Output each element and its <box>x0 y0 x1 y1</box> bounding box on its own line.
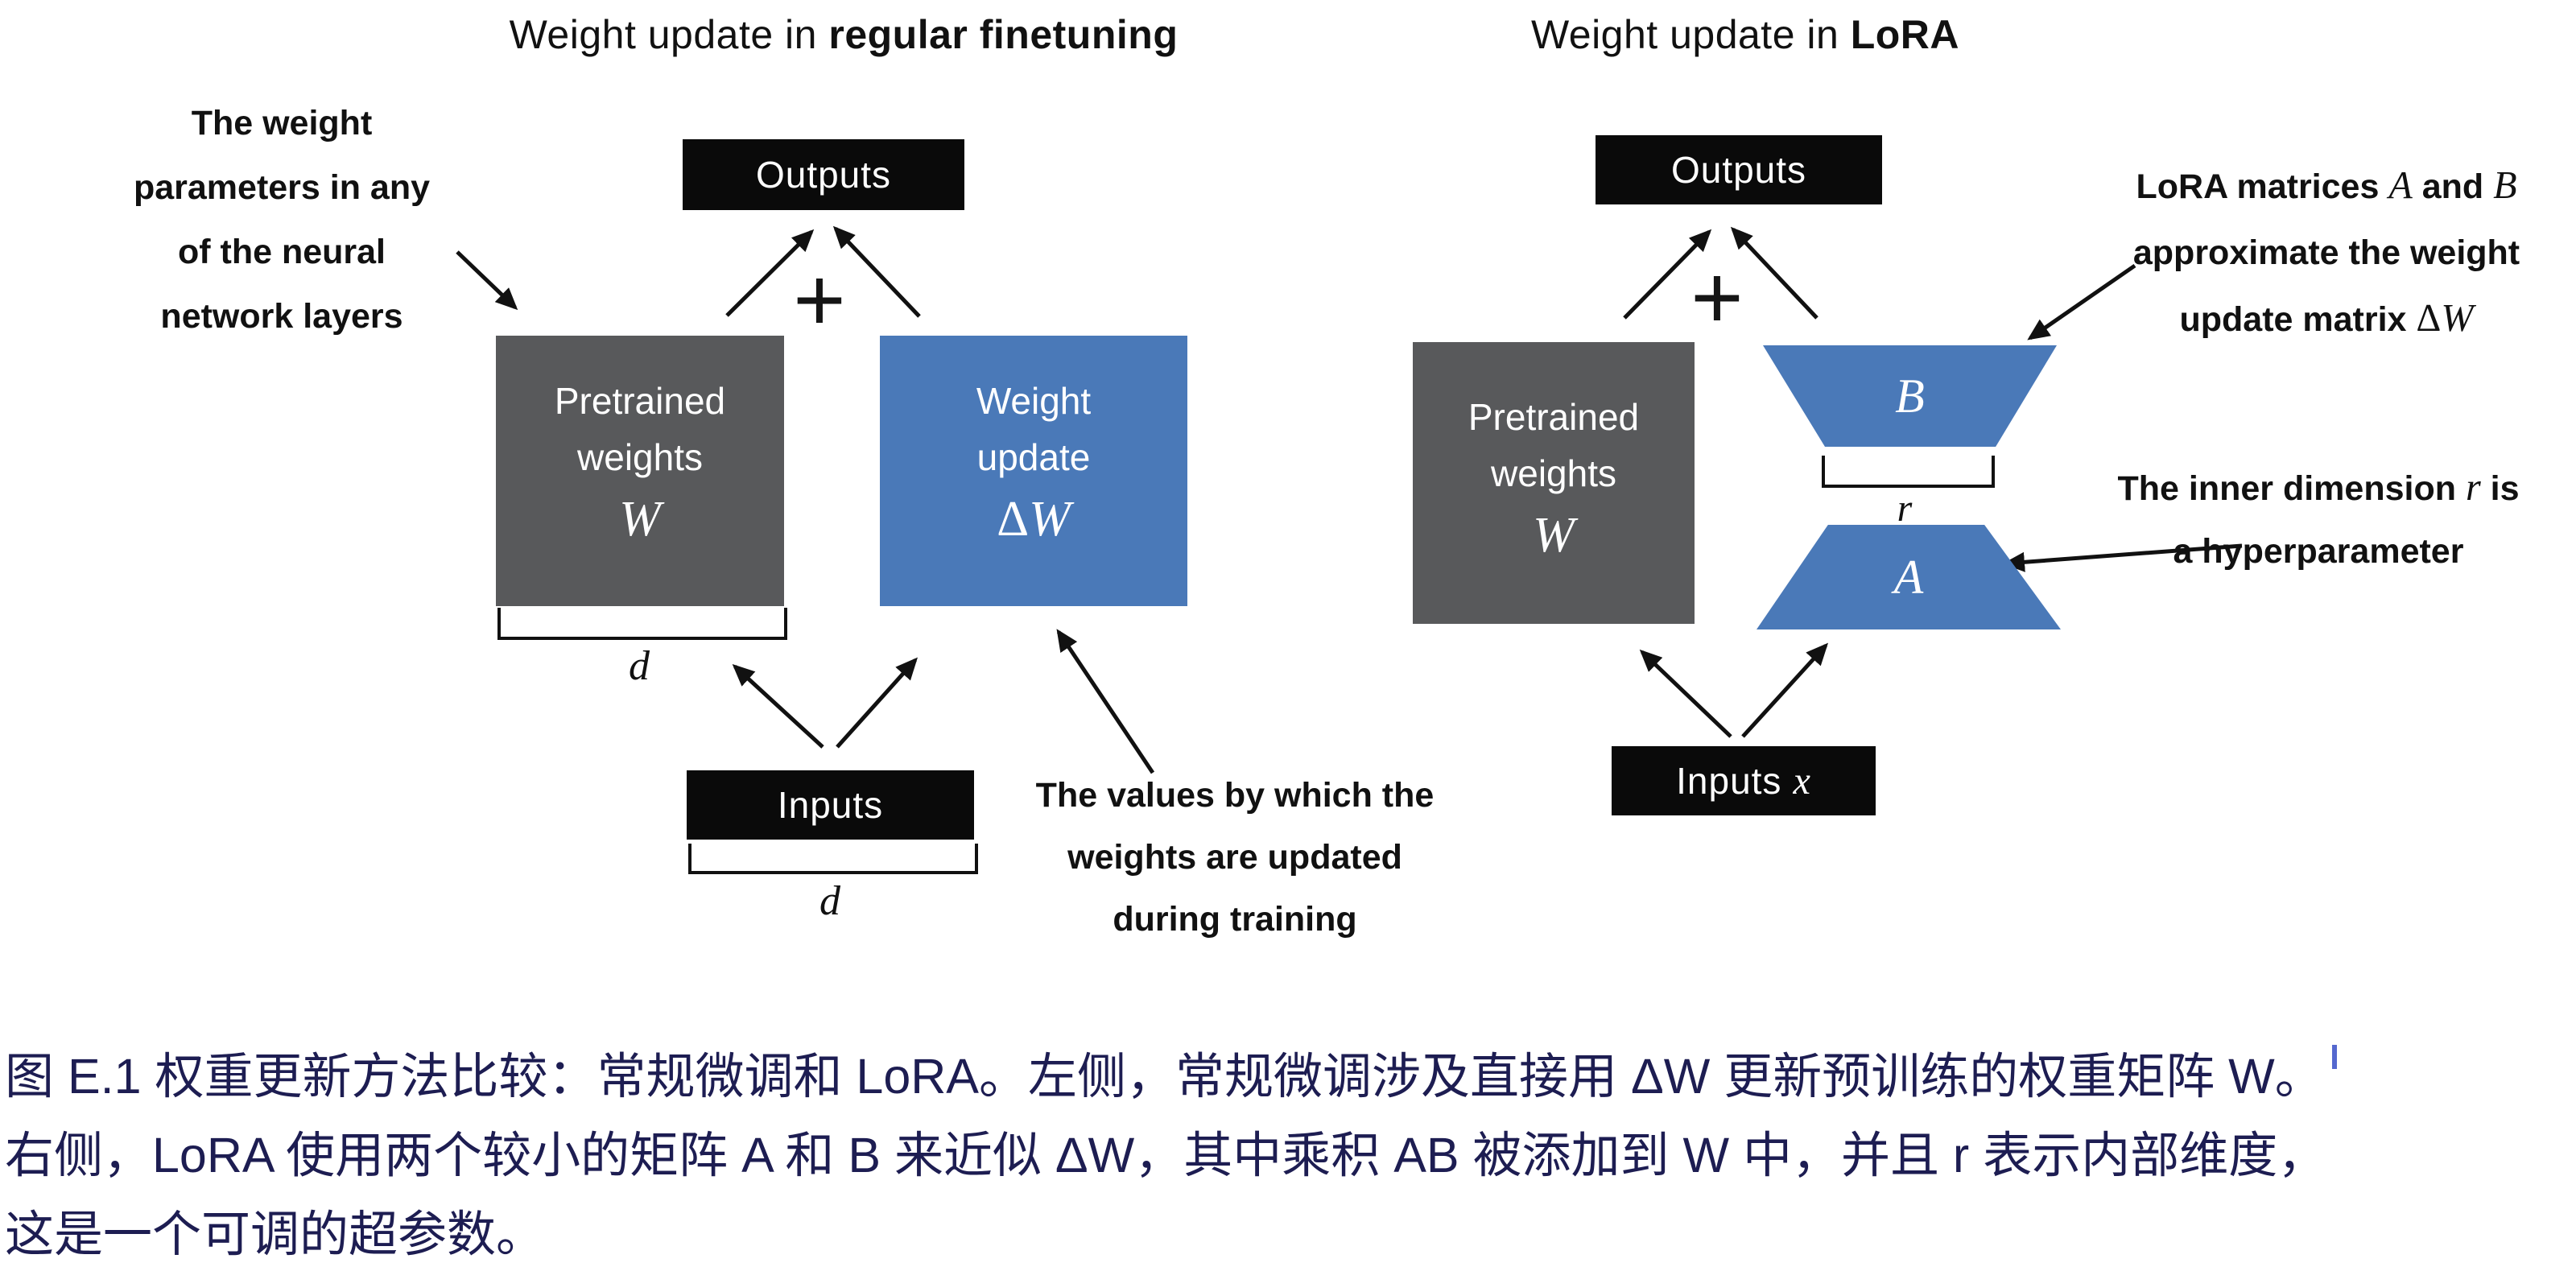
right-title-bold: LoRA <box>1850 12 1960 57</box>
caption-line-3: 这是一个可调的超参数。 <box>5 1207 546 1261</box>
note-line: weights are updated <box>1067 838 1402 877</box>
b-symbol: B <box>2493 164 2517 207</box>
pretrained-line2: weights <box>1491 452 1616 494</box>
d-label-inputs: d <box>819 878 840 924</box>
d-bracket-weights <box>497 608 787 640</box>
note-line: The inner dimension r is <box>2069 456 2568 520</box>
arrow-pretrained-to-outputs-left <box>725 229 815 317</box>
pretrained-symbol-w: W <box>619 492 661 547</box>
note-line: approximate the weight <box>2132 233 2520 272</box>
arrow-update-to-outputs-left <box>832 225 921 318</box>
inputs-box-right: Inputs x <box>1612 746 1876 815</box>
plus-sign-left: + <box>793 250 846 350</box>
r-bracket <box>1822 456 1995 488</box>
w-symbol: W <box>2441 297 2474 340</box>
arrow-innernote-to-r <box>2002 543 2243 572</box>
arrow-pretrained-to-outputs-right <box>1623 229 1712 320</box>
note-line: The values by which the <box>1035 776 1435 815</box>
a-symbol: A <box>2388 164 2413 207</box>
left-title-normal: Weight update in <box>509 12 829 57</box>
outputs-box-left: Outputs <box>683 139 964 210</box>
arrow-inputs-to-update-left <box>836 657 919 749</box>
inputs-box-left: Inputs <box>687 770 974 840</box>
w-glyph: W <box>1029 492 1071 547</box>
arrow-loranote-to-b <box>2027 263 2136 340</box>
note-line: The weight <box>191 104 373 142</box>
update-symbol-dw: ΔW <box>880 485 1187 553</box>
matrix-a-label: A <box>1893 550 1924 604</box>
arrow-ba-to-outputs-right <box>1730 226 1818 320</box>
update-line1: Weight <box>976 380 1092 422</box>
outputs-label-left: Outputs <box>755 154 892 196</box>
note-line: network layers <box>160 297 403 336</box>
note-line: LoRA matrices A and B <box>2085 153 2568 220</box>
r-label: r <box>1897 487 1913 530</box>
left-title-bold: regular finetuning <box>828 12 1179 57</box>
r-symbol: r <box>2465 466 2481 509</box>
arrow-inputs-to-a <box>1741 642 1829 738</box>
outputs-label-right: Outputs <box>1670 149 1807 191</box>
right-title-normal: Weight update in <box>1530 12 1851 57</box>
weight-params-note: The weight parameters in any of the neur… <box>44 91 519 349</box>
note-text: The inner dimension <box>2117 469 2466 508</box>
right-diagram-title: Weight update in LoRA <box>1343 11 2148 58</box>
note-line: a hyperparameter <box>2173 532 2464 571</box>
inner-dimension-note: The inner dimension r is a hyperparamete… <box>2069 456 2568 583</box>
pretrained-line2: weights <box>577 436 703 478</box>
citation-tick <box>2331 1045 2337 1069</box>
matrix-b-label: B <box>1895 369 1925 423</box>
plus-sign-right: + <box>1690 247 1744 348</box>
note-text: and <box>2412 167 2494 206</box>
note-line: during training <box>1113 900 1357 939</box>
weight-update-box: Weight update ΔW <box>880 336 1187 606</box>
inputs-x-symbol: x <box>1793 759 1811 803</box>
figure-caption: 图 E.1 权重更新方法比较：常规微调和 LoRA。左侧，常规微调涉及直接用 Δ… <box>5 1037 2573 1267</box>
caption-line-1: 图 E.1 权重更新方法比较：常规微调和 LoRA。左侧，常规微调涉及直接用 Δ… <box>5 1037 2573 1116</box>
note-text: LoRA matrices <box>2136 167 2389 206</box>
left-diagram-title: Weight update in regular finetuning <box>361 11 1327 58</box>
pretrained-symbol-w: W <box>1533 508 1575 563</box>
pretrained-line1: Pretrained <box>554 380 726 422</box>
caption-line-2: 右侧，LoRA 使用两个较小的矩阵 A 和 B 来近似 ΔW，其中乘积 AB 被… <box>5 1128 2327 1182</box>
pretrained-weights-box-left: Pretrained weights W <box>496 336 784 606</box>
arrow-valuesnote-to-update <box>1056 629 1155 774</box>
d-label-weights: d <box>629 643 650 689</box>
pretrained-line1: Pretrained <box>1468 396 1640 438</box>
inputs-label-left: Inputs <box>777 784 884 826</box>
note-line: of the neural <box>177 233 386 271</box>
delta-glyph: Δ <box>997 492 1030 547</box>
arrow-weightparams-to-pretrained <box>456 250 518 311</box>
delta-symbol: Δ <box>2416 297 2442 340</box>
inputs-label-right: Inputs <box>1676 760 1782 802</box>
arrow-inputs-to-pretrained-left <box>732 663 824 749</box>
pretrained-weights-box-right: Pretrained weights W <box>1413 342 1695 624</box>
note-line: update matrix ΔW <box>2085 286 2568 353</box>
update-line2: update <box>976 436 1091 478</box>
lora-matrices-note: LoRA matrices A and B approximate the we… <box>2085 153 2568 353</box>
d-bracket-inputs <box>688 844 978 874</box>
note-line: parameters in any <box>133 168 431 207</box>
outputs-box-right: Outputs <box>1596 135 1882 204</box>
note-text: update matrix <box>2179 300 2417 339</box>
caption-text: 图 E.1 权重更新方法比较：常规微调和 LoRA。左侧，常规微调涉及直接用 Δ… <box>5 1049 2324 1104</box>
arrow-inputs-to-pretrained-right <box>1639 649 1732 738</box>
values-note: The values by which the weights are upda… <box>993 765 1476 951</box>
note-text: is <box>2480 469 2520 508</box>
